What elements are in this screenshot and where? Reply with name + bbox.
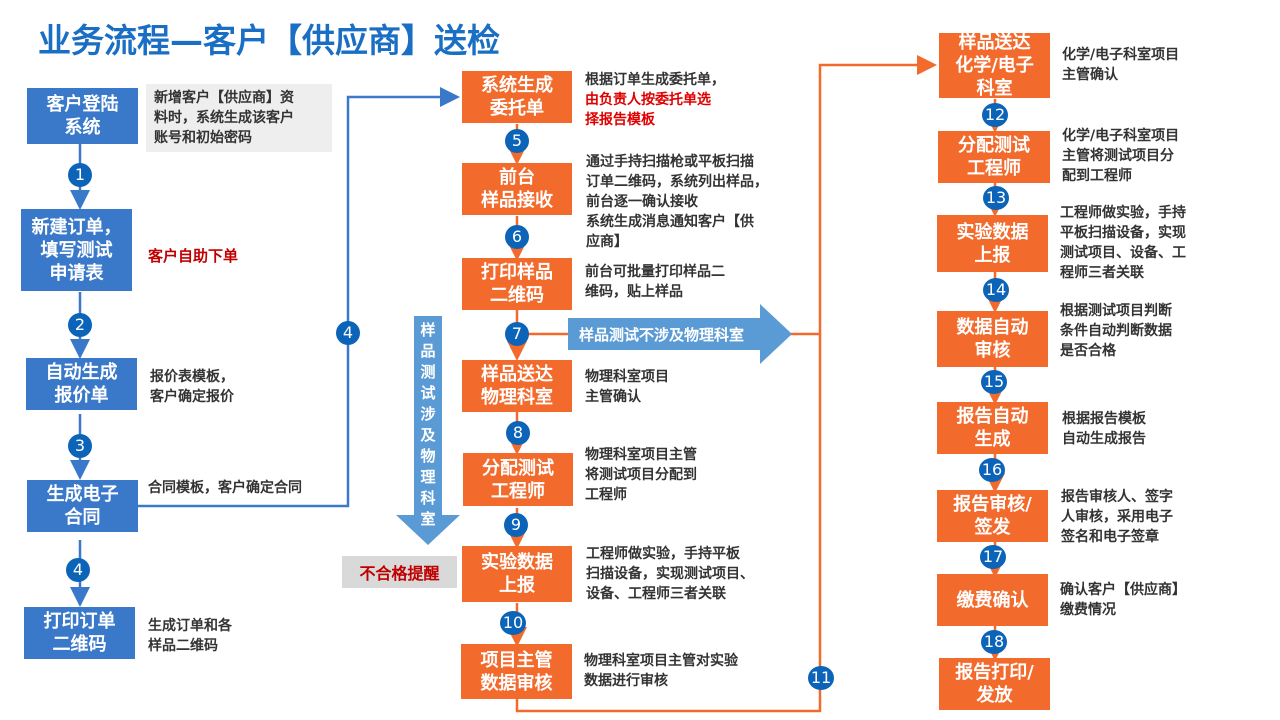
desc-quote: 报价表模板， 客户确定报价 — [150, 369, 234, 405]
desc-text: 根据订单生成委托单， — [585, 72, 725, 88]
step-number-8: 8 — [506, 421, 530, 445]
desc-sample-to-physics: 物理科室项目 主管确认 — [585, 369, 669, 405]
step-number-5: 5 — [505, 129, 529, 153]
desc-customer-login: 新增客户【供应商】资 料时，系统生成该客户 账号和初始密码 — [146, 84, 332, 152]
step-number-11: 11 — [808, 666, 834, 690]
step-number-13: 13 — [983, 186, 1009, 210]
step-box-quote: 自动生成 报价单 — [26, 358, 137, 410]
fail-alert-label: 不合格提醒 — [342, 556, 457, 588]
step-number-2: 2 — [68, 313, 92, 337]
step-box-contract: 生成电子 合同 — [27, 480, 138, 532]
step-box-auto-data-review: 数据自动 审核 — [937, 311, 1048, 367]
step-number-15: 15 — [981, 370, 1007, 394]
desc-assign-engineer-physics: 物理科室项目主管 将测试项目分配到 工程师 — [585, 447, 697, 503]
desc-auto-report: 根据报告模板 自动生成报告 — [1062, 411, 1146, 447]
step-number-4-connector: 4 — [336, 321, 360, 345]
step-box-assign-engineer-chem: 分配测试 工程师 — [938, 131, 1050, 183]
step-box-new-order: 新建订单， 填写测试 申请表 — [21, 209, 132, 291]
branch-arrow-shape — [568, 304, 792, 364]
step-box-assign-engineer-physics: 分配测试 工程师 — [463, 453, 573, 506]
step-box-system-commission: 系统生成 委托单 — [462, 71, 572, 123]
step-number-18: 18 — [981, 630, 1007, 654]
step-number-7: 7 — [505, 322, 529, 346]
step-number-17: 17 — [980, 545, 1006, 569]
vertical-arrow-shape — [396, 316, 460, 545]
desc-front-desk-receive: 通过手持扫描枪或平板扫描 订单二维码，系统列出样品， 前台逐一确认接收 系统生成… — [586, 154, 768, 250]
desc-contract: 合同模板，客户确定合同 — [148, 480, 302, 496]
step-number-6: 6 — [505, 225, 529, 249]
step-number-16: 16 — [979, 458, 1005, 482]
vertical-arrow-label: 样品测试涉及物理科室 — [420, 321, 436, 528]
step-number-14: 14 — [983, 278, 1009, 302]
step-box-data-report-physics: 实验数据 上报 — [462, 546, 572, 602]
desc-payment-confirm: 确认客户【供应商】 缴费情况 — [1060, 582, 1186, 618]
desc-sample-to-chem: 化学/电子科室项目 主管确认 — [1062, 47, 1180, 83]
step-number-1: 1 — [68, 163, 92, 187]
desc-assign-engineer-chem: 化学/电子科室项目 主管将测试项目分 配到工程师 — [1062, 128, 1180, 184]
arrow-contract-to-order — [138, 87, 460, 508]
step-box-front-desk-receive: 前台 样品接收 — [462, 163, 572, 215]
step-box-customer-login: 客户登陆 系统 — [27, 88, 138, 144]
step-box-auto-report: 报告自动 生成 — [937, 402, 1048, 454]
desc-system-commission: 根据订单生成委托单， 由负责人按委托单选 择报告模板 — [585, 70, 725, 130]
step-box-sample-to-physics: 样品送达 物理科室 — [462, 360, 572, 412]
desc-print-order-qr: 生成订单和各 样品二维码 — [148, 618, 232, 654]
step-box-print-order-qr: 打印订单 二维码 — [24, 607, 135, 659]
step-number-9: 9 — [504, 513, 528, 537]
step-box-data-report-chem: 实验数据 上报 — [937, 215, 1048, 272]
branch-arrow-label: 样品测试不涉及物理科室 — [579, 326, 745, 344]
step-box-payment-confirm: 缴费确认 — [937, 574, 1048, 626]
step-box-report-review-sign: 报告审核/ 签发 — [937, 490, 1048, 542]
step-box-sample-to-chem: 样品送达 化学/电子 科室 — [939, 32, 1050, 99]
step-box-print-sample-qr: 打印样品 二维码 — [462, 258, 572, 310]
step-number-10: 10 — [500, 611, 526, 635]
desc-auto-data-review: 根据测试项目判断 条件自动判断数据 是否合格 — [1060, 303, 1172, 359]
step-number-4: 4 — [66, 558, 90, 582]
desc-data-report-chem: 工程师做实验，手持 平板扫描设备，实现 测试项目、设备、工 程师三者关联 — [1060, 205, 1186, 281]
step-box-supervisor-review: 项目主管 数据审核 — [461, 644, 572, 699]
desc-supervisor-review: 物理科室项目主管对实验 数据进行审核 — [584, 653, 738, 689]
step-number-12: 12 — [982, 103, 1008, 127]
desc-data-report-physics: 工程师做实验，手持平板 扫描设备，实现测试项目、 设备、工程师三者关联 — [586, 546, 754, 602]
desc-new-order: 客户自助下单 — [148, 247, 239, 265]
step-number-3: 3 — [68, 434, 92, 458]
desc-report-review-sign: 报告审核人、签字 人审核，采用电子 签名和电子签章 — [1061, 489, 1173, 545]
page-title: 业务流程—客户【供应商】送检 — [38, 21, 500, 60]
desc-highlight: 由负责人按委托单选 择报告模板 — [585, 92, 711, 128]
desc-print-sample-qr: 前台可批量打印样品二 维码，贴上样品 — [585, 264, 725, 300]
step-box-report-print-issue: 报告打印/ 发放 — [939, 658, 1050, 710]
